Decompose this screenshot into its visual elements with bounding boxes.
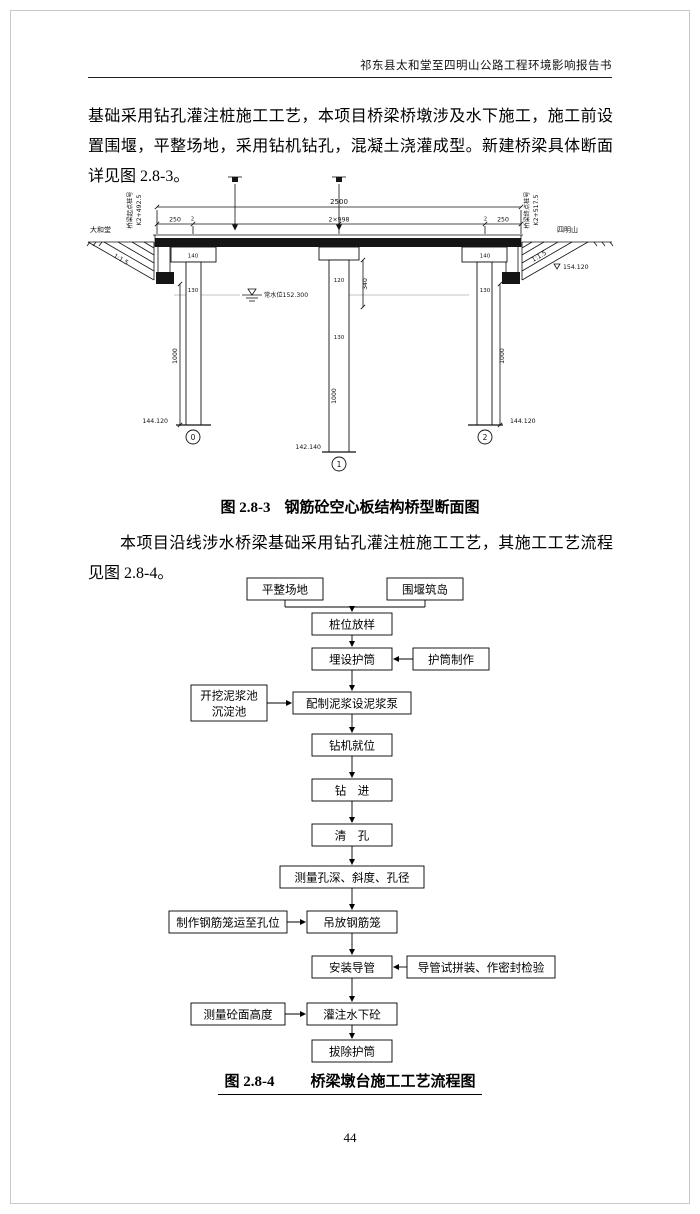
flow-arrows xyxy=(267,600,426,1039)
flow-node-slurry: 配制泥浆设泥浆泵 xyxy=(292,691,412,715)
figure-caption-2-8-3: 图 2.8-3 钢筋砼空心板结构桥型断面图 xyxy=(0,496,700,517)
flow-node-rig: 钻机就位 xyxy=(311,733,393,757)
dim-gap-left: 2 xyxy=(191,217,194,223)
flow-node-casing-make: 护筒制作 xyxy=(412,647,490,671)
pier-right-shaft-dim: 1000 xyxy=(499,348,506,364)
flow-label-rig: 钻机就位 xyxy=(329,739,375,753)
place-left-label: 大和堂 xyxy=(90,225,111,234)
pier-right-number: 2 xyxy=(483,433,488,442)
pier-right-elevation: 144.120 xyxy=(510,418,536,425)
pier-left-cap-dim: 140 xyxy=(188,254,199,260)
flow-node-measure-hole: 测量孔深、斜度、孔径 xyxy=(279,865,425,889)
flow-label-pile-layout: 桩位放样 xyxy=(329,618,375,632)
page-header-title: 祁东县太和堂至四明山公路工程环境影响报告书 xyxy=(360,60,612,72)
bridge-pier-left: 140 130 1000 144.120 0 xyxy=(142,246,217,445)
bridge-right-bank: 1:1.5 154.120 xyxy=(502,241,614,284)
flow-label-slurry-pit-2: 沉淀池 xyxy=(212,705,247,719)
bridge-deck xyxy=(153,234,523,247)
flow-node-pour: 灌注水下砼 xyxy=(306,1002,398,1026)
bridge-pier-center: 120 340 130 1000 142.140 1 xyxy=(295,246,369,472)
dim-250-left: 250 xyxy=(169,217,181,224)
header-rule xyxy=(88,77,612,78)
dim-250-right: 250 xyxy=(497,217,509,224)
station-left-value: K2+492.5 xyxy=(136,194,143,225)
flow-label-tremie-test: 导管试拼装、作密封检验 xyxy=(418,961,545,975)
place-right-label: 四明山 xyxy=(557,225,578,234)
bridge-pier-right: 140 130 1000 144.120 2 xyxy=(461,246,536,445)
flow-node-pile-layout: 桩位放样 xyxy=(311,612,393,636)
flow-label-measure-conc: 测量砼面高度 xyxy=(204,1008,273,1022)
station-right-label: 桥梁终点桩号 xyxy=(523,191,531,228)
ground-elevation-right: 154.120 xyxy=(563,264,589,271)
bridge-left-bank: 1:1.5 xyxy=(86,241,174,284)
pier-center-number: 1 xyxy=(337,460,342,469)
bridge-end-labels: 大和堂 四明山 桥梁起点桩号 K2+492.5 桥梁终点桩号 K2+517.5 xyxy=(90,191,578,234)
caption-fig-number: 图 2.8-3 xyxy=(220,500,271,516)
flow-label-tremie: 安装导管 xyxy=(329,961,375,975)
flow-label-pour: 灌注水下砼 xyxy=(323,1008,381,1022)
flow-node-cage-place: 吊放钢筋笼 xyxy=(306,910,398,934)
flow-node-tremie: 安装导管 xyxy=(311,955,393,979)
flow-label-measure-hole: 测量孔深、斜度、孔径 xyxy=(295,871,410,885)
pier-center-col-dim: 130 xyxy=(334,335,345,341)
flow-label-drill: 钻 进 xyxy=(335,784,370,798)
body-paragraph-2: 本项目沿线涉水桥梁基础采用钻孔灌注桩施工工艺，其施工工艺流程见图 2.8-4。 xyxy=(88,535,613,582)
flow-label-slurry-pit-1: 开挖泥浆池 xyxy=(200,689,258,703)
flow-node-measure-conc: 测量砼面高度 xyxy=(190,1002,286,1026)
caption-fig-title: 钢筋砼空心板结构桥型断面图 xyxy=(284,500,480,516)
caption-fig-title-2: 桥梁墩台施工工艺流程图 xyxy=(310,1074,476,1090)
pier-right-cap-dim: 140 xyxy=(480,254,491,260)
pier-left-shaft-dim: 1000 xyxy=(172,348,179,364)
body-paragraph-1: 基础采用钻孔灌注桩施工工艺，本项目桥梁桥墩涉及水下施工，施工前设置围堰，平整场地… xyxy=(88,108,613,185)
pier-right-col-dim: 130 xyxy=(480,288,491,294)
bridge-cross-section-figure: 2500 250 2 2×998 2 250 大和堂 四明山 桥梁起点桩号 K2… xyxy=(86,176,614,472)
flow-node-cage-make: 制作钢筋笼运至孔位 xyxy=(168,910,288,934)
pier-center-shaft-dim: 1000 xyxy=(331,388,338,404)
slope-right-label: 1:1.5 xyxy=(531,250,548,264)
caption-fig-number-2: 图 2.8-4 xyxy=(224,1074,275,1090)
flow-node-cofferdam: 围堰筑岛 xyxy=(386,577,464,601)
station-right-value: K2+517.5 xyxy=(533,194,540,225)
figure-caption-2-8-4: 图 2.8-4 桥梁墩台施工工艺流程图 xyxy=(0,1070,700,1095)
pier-center-hammer-dim: 340 xyxy=(362,278,369,290)
station-left-label: 桥梁起点桩号 xyxy=(126,191,134,228)
flow-node-remove-casing: 拔除护筒 xyxy=(311,1039,393,1063)
construction-flowchart-figure: 平整场地 围堰筑岛 桩位放样 埋设护筒 护筒制作 配制泥浆设泥浆泵 开挖泥浆池 … xyxy=(168,577,556,1063)
flow-node-clean: 清 孔 xyxy=(311,823,393,847)
flow-node-tremie-test: 导管试拼装、作密封检验 xyxy=(406,955,556,979)
flow-label-clean: 清 孔 xyxy=(335,830,370,843)
flow-label-casing: 埋设护筒 xyxy=(329,653,375,667)
flow-node-drill: 钻 进 xyxy=(311,778,393,802)
dim-total-label: 2500 xyxy=(330,198,348,206)
pier-center-elevation: 142.140 xyxy=(295,444,321,451)
bridge-water-level: 常水位152.300 xyxy=(174,288,469,302)
bridge-dimension-lines: 2500 250 2 2×998 2 250 xyxy=(154,198,524,234)
pier-left-col-dim: 130 xyxy=(188,288,199,294)
flow-node-casing: 埋设护筒 xyxy=(311,647,393,671)
flow-label-site-prep: 平整场地 xyxy=(262,583,308,597)
pier-left-elevation: 144.120 xyxy=(142,418,168,425)
flow-label-cofferdam: 围堰筑岛 xyxy=(402,583,448,597)
pier-center-cap-dim: 120 xyxy=(334,278,345,284)
flow-node-slurry-pit: 开挖泥浆池 沉淀池 xyxy=(190,684,268,722)
flow-label-cage-make: 制作钢筋笼运至孔位 xyxy=(176,916,280,930)
water-level-label: 常水位152.300 xyxy=(264,291,308,299)
pier-left-number: 0 xyxy=(191,433,196,442)
flow-node-site-prep: 平整场地 xyxy=(246,577,324,601)
flow-label-cage-place: 吊放钢筋笼 xyxy=(323,916,381,930)
flow-label-slurry: 配制泥浆设泥浆泵 xyxy=(306,697,398,711)
flow-label-remove-casing: 拔除护筒 xyxy=(329,1045,375,1059)
page-number: 44 xyxy=(343,1130,357,1145)
dim-span: 2×998 xyxy=(329,217,350,224)
flow-label-casing-make: 护筒制作 xyxy=(428,653,474,667)
dim-gap-right: 2 xyxy=(484,217,487,223)
